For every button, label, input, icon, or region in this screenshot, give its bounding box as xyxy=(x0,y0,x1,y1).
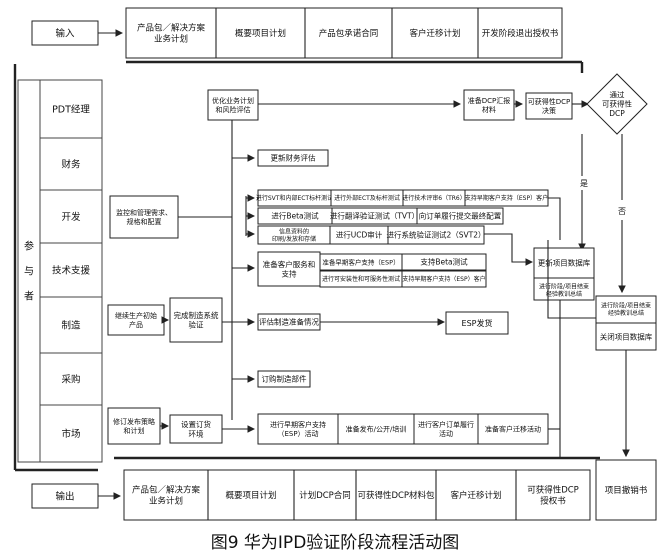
project-cancel-box xyxy=(595,459,657,521)
output-label-box-label: 输出 xyxy=(55,490,74,502)
translation-test-box-label: 进行翻译验证测试（TVT） xyxy=(330,211,419,221)
install-test-box-label: 进行可安装性和可服务性测试 xyxy=(322,275,400,283)
order-fulfillment-box-label: 向订单履行提交最终配置 xyxy=(419,211,502,221)
prepare-dcp-box xyxy=(463,89,515,121)
ucd-audit-box-label: 进行UCD审计 xyxy=(336,230,383,240)
output-label-box xyxy=(31,483,99,509)
prep-customer-service-box-label: 准备客户服务和支持 xyxy=(263,259,316,278)
optimize-plan-box-label: 优化业务计划和风险评估 xyxy=(212,96,254,114)
support-beta-box-label: 支持Beta测试 xyxy=(420,257,468,267)
summary-right-label: 进行阶段/项目结束经验教训总结 xyxy=(601,301,651,317)
monitor-box xyxy=(109,195,179,239)
lane-label-3: 技术支援 xyxy=(52,264,91,276)
prep-launch-box-label: 准备发布/公开/培训 xyxy=(346,425,407,434)
dev-r1-box-3-label: 支持早期客户支持（ESP）客户 xyxy=(465,194,548,202)
output-row-frame xyxy=(123,469,591,521)
output-item-1: 概要项目计划 xyxy=(225,490,276,501)
svt2-to-db-connector xyxy=(484,233,534,266)
continue-initial-box-label: 继续生产初始产品 xyxy=(115,311,157,329)
prep-esp-box-label: 准备早期客户支持（ESP） xyxy=(322,257,399,266)
esp-ship-box-label: ESP发货 xyxy=(462,318,493,328)
participants-label: 参与者 xyxy=(24,240,34,303)
complete-mfg-box xyxy=(169,297,223,343)
project-cancel-box-label: 项目撤销书 xyxy=(605,485,648,496)
summary-left-label: 进行阶段/项目结束经验教训总结 xyxy=(539,282,589,298)
setup-order-box-label: 设置订货环境 xyxy=(181,419,211,438)
svt2-box-label: 进行系统验证测试2（SVT2） xyxy=(386,230,485,240)
lane-2 xyxy=(39,189,103,244)
input-item-1: 概要项目计划 xyxy=(235,28,286,39)
output-item-4: 客户迁移计划 xyxy=(450,490,501,501)
lane-6 xyxy=(39,404,103,463)
support-esp-box-label: 支持早期客户支持（ESP）客户 xyxy=(402,275,485,283)
update-db-frame xyxy=(533,247,595,301)
input-label-box-label: 输入 xyxy=(55,27,75,39)
esp-ship-box xyxy=(445,311,509,335)
no-label: 否 xyxy=(618,207,626,216)
output-item-2: 计划DCP合同 xyxy=(299,490,351,501)
yes-label: 是 xyxy=(580,179,588,188)
customer-order-box xyxy=(413,413,479,445)
output-item-3: 可获得性DCP材料包 xyxy=(357,490,435,501)
customer-order-box-label: 进行客户订单履行活动 xyxy=(418,420,474,438)
update-finance-box-label: 更新财务评估 xyxy=(271,153,316,163)
prepare-dcp-box-label: 准备DCP汇报材料 xyxy=(468,96,511,114)
early-esp-box-label: 进行早期客户支持（ESP）活动 xyxy=(270,420,326,438)
prep-migration-box-label: 准备客户迁移活动 xyxy=(485,425,541,434)
order-fulfillment-box xyxy=(416,207,504,225)
lane-1 xyxy=(39,137,103,191)
input-item-4: 开发阶段退出授权书 xyxy=(482,28,559,39)
lane-0 xyxy=(39,79,103,139)
input-label-box xyxy=(31,20,99,46)
early-esp-box xyxy=(257,413,339,445)
close-db-label: 关闭项目数据库 xyxy=(600,332,653,342)
input-item-2: 产品包承诺合同 xyxy=(319,28,379,39)
input-row-frame xyxy=(125,7,563,59)
figure-caption: 图9 华为IPD验证阶段流程活动图 xyxy=(211,533,460,553)
right-merge-connector xyxy=(547,240,596,319)
lane-label-4: 制造 xyxy=(61,319,81,331)
dev-r1-box-2-label: 进行技术评审6（TR6） xyxy=(402,194,465,202)
beta-test-box-label: 进行Beta测试 xyxy=(271,211,319,221)
order-parts-box-label: 订购制造部件 xyxy=(262,374,307,384)
svt2-box xyxy=(387,225,485,245)
dev-to-right-connector xyxy=(548,197,561,240)
optimize-plan-box xyxy=(207,89,259,121)
setup-order-box xyxy=(169,414,223,444)
info-material-box-label: 信息资料的印刷/发放和存储 xyxy=(272,227,316,243)
lane-label-6: 市场 xyxy=(61,428,80,440)
update-db-label: 更新项目数据库 xyxy=(538,258,591,268)
monitor-box-label: 监控和管理需求、规格和配置 xyxy=(116,208,172,226)
revise-launch-box xyxy=(107,407,161,445)
prep-launch-box xyxy=(337,413,415,445)
lane-label-5: 采购 xyxy=(61,373,80,385)
lane-label-0: PDT经理 xyxy=(52,103,90,115)
assess-mfg-box-label: 评估制造准备情况 xyxy=(259,317,319,327)
input-item-3: 客户迁移计划 xyxy=(409,28,460,39)
available-dcp-box xyxy=(525,92,573,120)
revise-launch-box-label: 修订发布策略和计划 xyxy=(113,417,155,435)
continue-initial-box xyxy=(107,304,165,336)
support-esp-box xyxy=(401,270,487,288)
input-item-0: 产品包／解决方案业务计划 xyxy=(137,23,206,45)
prep-migration-box xyxy=(477,413,549,445)
decision-diamond xyxy=(586,73,648,135)
order-parts-box xyxy=(257,370,311,388)
complete-mfg-box-label: 完成制造系统验证 xyxy=(174,310,219,329)
support-beta-box xyxy=(401,253,487,271)
dev-r1-box-1-label: 进行外部ECT及标杆测试 xyxy=(334,194,400,202)
lane-label-1: 财务 xyxy=(61,158,81,170)
output-item-0: 产品包／解决方案业务计划 xyxy=(132,485,201,507)
dev-r1-box-0-label: 进行SVT和内部ECT标杆测试 xyxy=(256,194,333,202)
update-finance-box xyxy=(257,149,329,167)
lane-label-2: 开发 xyxy=(61,211,81,223)
